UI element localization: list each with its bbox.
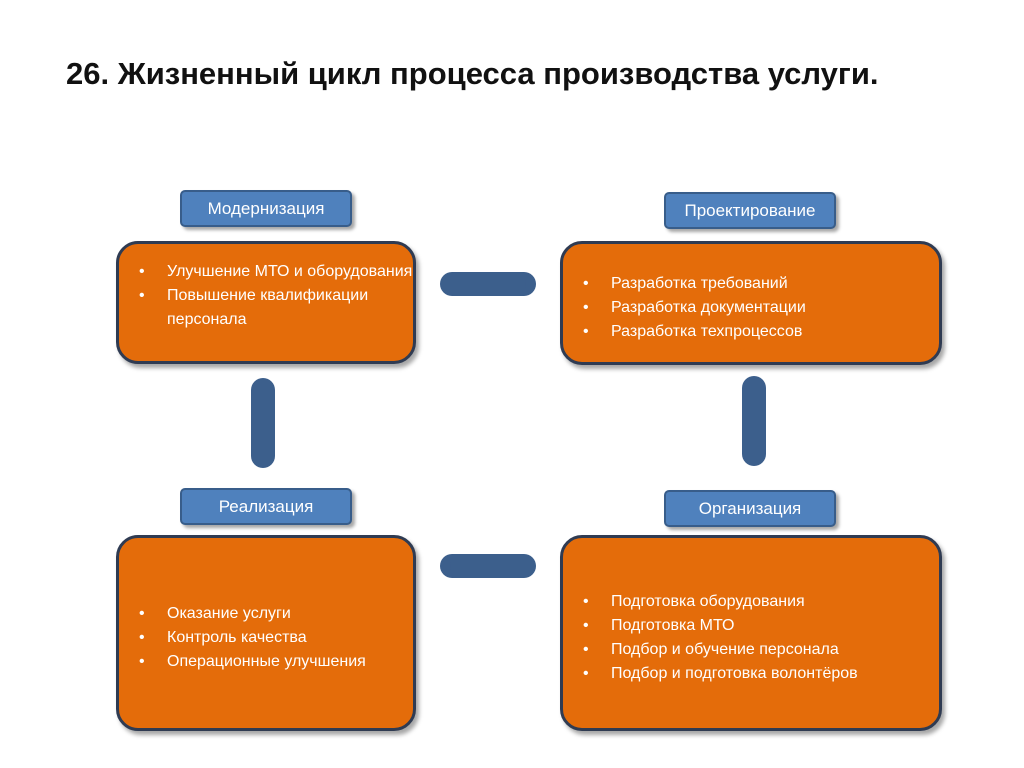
- list-item: Повышение квалификации персонала: [119, 284, 413, 332]
- arrow-down-icon: [742, 376, 766, 466]
- modernization-items: Улучшение МТО и оборудования Повышение к…: [119, 260, 413, 332]
- arrow-left-icon: [440, 554, 536, 578]
- stage-box-design: Разработка требований Разработка докумен…: [560, 241, 942, 365]
- stage-label-realization: Реализация: [180, 488, 352, 525]
- arrow-up-icon: [251, 378, 275, 468]
- organization-items: Подготовка оборудования Подготовка МТО П…: [563, 590, 939, 686]
- arrow-right-icon: [440, 272, 536, 296]
- stage-label-modernization: Модернизация: [180, 190, 352, 227]
- list-item: Подбор и подготовка волонтёров: [563, 662, 939, 686]
- list-item: Разработка требований: [563, 272, 939, 296]
- list-item: Разработка техпроцессов: [563, 320, 939, 344]
- stage-box-modernization: Улучшение МТО и оборудования Повышение к…: [116, 241, 416, 364]
- design-items: Разработка требований Разработка докумен…: [563, 272, 939, 344]
- list-item: Подготовка МТО: [563, 614, 939, 638]
- list-item: Подготовка оборудования: [563, 590, 939, 614]
- stage-box-organization: Подготовка оборудования Подготовка МТО П…: [560, 535, 942, 731]
- stage-box-realization: Оказание услуги Контроль качества Операц…: [116, 535, 416, 731]
- slide-title: 26. Жизненный цикл процесса производства…: [66, 56, 879, 91]
- list-item: Операционные улучшения: [119, 650, 413, 674]
- list-item: Улучшение МТО и оборудования: [119, 260, 413, 284]
- stage-label-design: Проектирование: [664, 192, 836, 229]
- stage-label-organization: Организация: [664, 490, 836, 527]
- list-item: Разработка документации: [563, 296, 939, 320]
- list-item: Контроль качества: [119, 626, 413, 650]
- list-item: Оказание услуги: [119, 602, 413, 626]
- realization-items: Оказание услуги Контроль качества Операц…: [119, 602, 413, 674]
- list-item: Подбор и обучение персонала: [563, 638, 939, 662]
